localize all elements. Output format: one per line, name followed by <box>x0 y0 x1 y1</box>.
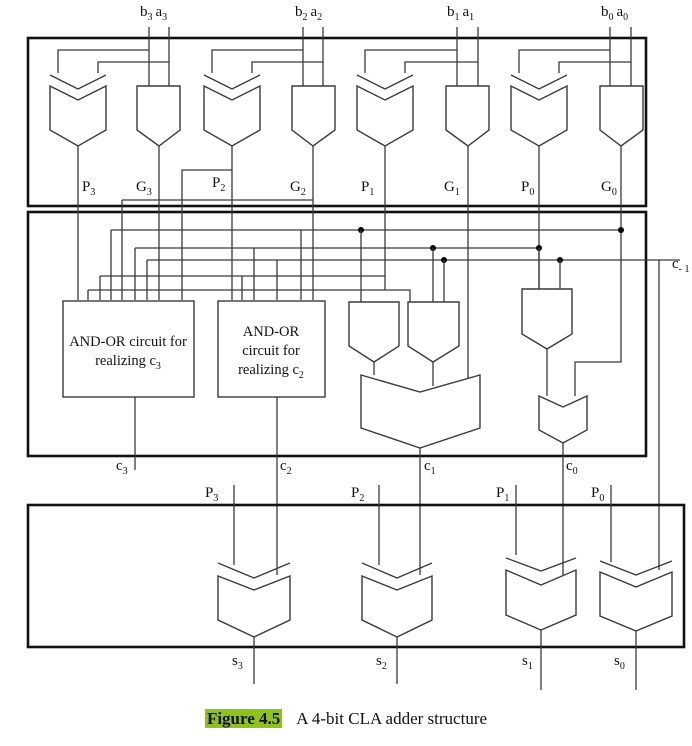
pg-labels: P3 G3 P2 G2 P1 G1 P0 G0 <box>82 175 617 198</box>
and-gate-g2 <box>291 85 336 147</box>
wire-p0-cin-to-c0and <box>538 248 561 290</box>
pg-trunk-wires <box>77 146 622 396</box>
wire-bit0-inputs <box>518 27 632 86</box>
figure-title: A 4-bit CLA adder structure <box>296 709 488 728</box>
sum-p2-label: P2 <box>351 485 364 504</box>
c3-block-rect <box>62 300 195 398</box>
sum-p-inputs: P3 P2 P1 P0 <box>205 485 612 565</box>
c2-block-line1: AND-OR <box>243 324 300 340</box>
pg-generator-box <box>26 36 648 208</box>
and-gate-g3 <box>136 85 181 147</box>
xor-gate-s1 <box>505 557 577 631</box>
or-gate-c1 <box>360 374 481 449</box>
c3-input-drops <box>87 200 148 300</box>
c2-label: c2 <box>280 458 292 477</box>
wire-p2-to-c3 <box>181 146 233 300</box>
c3-label: c3 <box>116 458 128 477</box>
c2-input-drops <box>241 230 302 300</box>
wire-p1 <box>384 146 411 305</box>
c1-logic <box>348 230 481 575</box>
wire-bit3-inputs <box>57 27 170 86</box>
sum-p3-label: P3 <box>205 485 218 504</box>
or-gate-c0 <box>538 394 588 444</box>
c2-block-line2: circuit for <box>242 343 300 359</box>
xor-gate-p2 <box>203 74 261 147</box>
and-gate-c1-b <box>407 301 460 363</box>
carry-labels: c3 c2 c1 c0 <box>116 458 578 477</box>
wire-bit1-inputs <box>364 27 479 86</box>
junction-g0 <box>618 227 624 233</box>
input-wires <box>57 27 632 86</box>
sum-p1-label: P1 <box>496 485 509 504</box>
xor-gate-p1 <box>356 74 414 147</box>
c2-block-line3: realizing c2 <box>238 362 304 381</box>
and-gate-c1-a <box>348 301 400 363</box>
sum-generator-box <box>26 503 686 649</box>
figure-caption: Figure 4.5 A 4-bit CLA adder structure <box>0 709 692 729</box>
xor-gate-p0 <box>510 74 568 147</box>
xor-gate-s2 <box>361 562 433 638</box>
g-and-gates <box>136 85 644 147</box>
g2-label: G2 <box>290 179 306 198</box>
p-xor-gates <box>49 74 568 147</box>
wire-p0-cin-to-c1and <box>432 248 445 303</box>
carry-bus-lines <box>88 199 680 291</box>
carry-in-label: c- 1 <box>672 256 690 275</box>
wire-g0 <box>574 146 622 396</box>
sum-p0-label: P0 <box>591 485 604 504</box>
s2-label: s2 <box>376 653 387 672</box>
c1-label: c1 <box>424 458 436 477</box>
p0-label: P0 <box>521 179 534 198</box>
p3-label: P3 <box>82 179 95 198</box>
xor-gate-p3 <box>49 74 107 147</box>
wire-c1-and-out <box>373 362 434 386</box>
c2-and-or-block: AND-OR circuit for realizing c2 <box>217 300 326 575</box>
c3-block-line1: AND-OR circuit for <box>69 334 187 350</box>
g1-label: G1 <box>444 179 460 198</box>
xor-gate-s0 <box>599 560 673 632</box>
figure-number: Figure 4.5 <box>204 709 283 728</box>
s0-label: s0 <box>614 653 625 672</box>
xor-gate-s3 <box>217 562 291 638</box>
g3-label: G3 <box>136 179 152 198</box>
sum-xor-gates <box>217 557 673 638</box>
carry-lookahead-box <box>26 210 648 458</box>
g0-label: G0 <box>601 179 617 198</box>
p1-label: P1 <box>361 179 374 198</box>
junction-dots <box>358 227 624 263</box>
s1-label: s1 <box>522 653 533 672</box>
and-gate-g1 <box>445 85 490 147</box>
c0-logic <box>521 248 588 575</box>
c2-block-rect <box>217 300 326 398</box>
carry-in: c- 1 <box>658 256 690 570</box>
s3-label: s3 <box>232 653 243 672</box>
sum-outputs: s3 s2 s1 s0 <box>232 630 637 690</box>
c3-and-or-block: AND-OR circuit for realizing c3 <box>62 300 195 470</box>
and-gate-g0 <box>599 85 644 147</box>
wire-bit2-inputs <box>211 27 324 86</box>
c0-label: c0 <box>566 458 578 477</box>
p2-label: P2 <box>212 175 225 194</box>
and-gate-c0 <box>521 288 573 350</box>
c3-block-line2: realizing c3 <box>95 353 161 372</box>
